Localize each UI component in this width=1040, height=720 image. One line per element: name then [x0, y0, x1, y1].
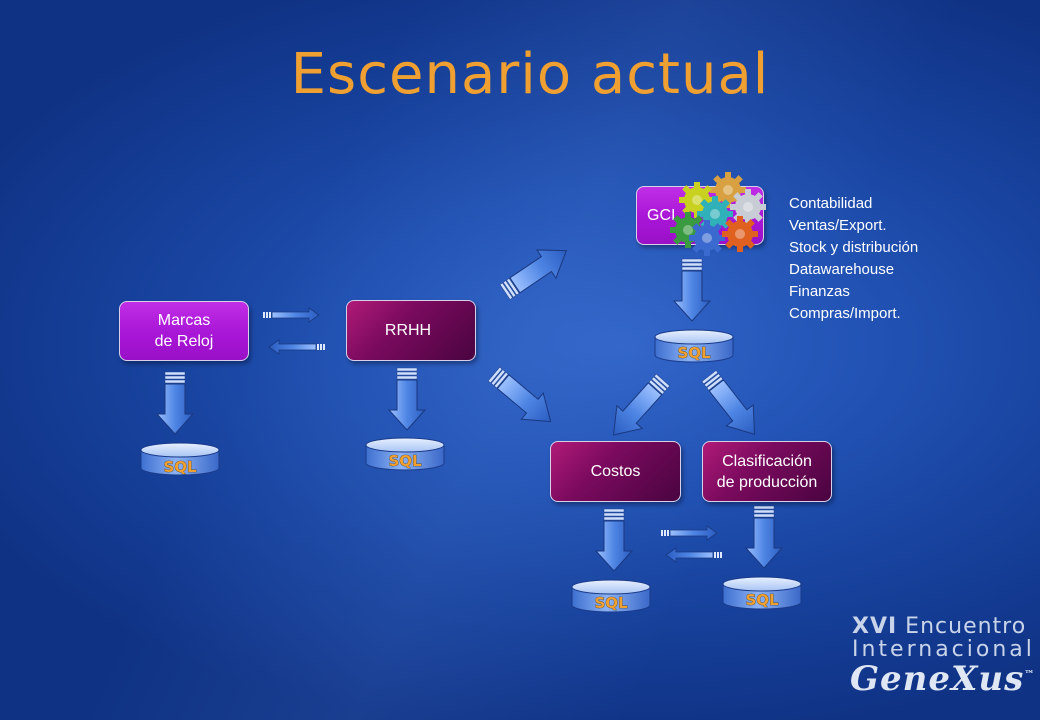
arrow-rrhh-to-marcas — [268, 339, 326, 355]
genexus-logo: GeneXus™ — [850, 659, 1035, 699]
node-rrhh-label: RRHH — [384, 322, 432, 339]
arrow-marcas-to-rrhh — [262, 307, 320, 323]
gci-module-item: Datawarehouse — [789, 261, 895, 278]
arrow-sql-to-costos — [600, 368, 677, 447]
gci-module-item: Stock y distribución — [789, 239, 919, 256]
node-marcas-line1: Marcas — [157, 312, 211, 329]
arrow-down-marcas — [156, 371, 194, 435]
node-clasificacion-line2: de producción — [716, 473, 818, 491]
arrow-sql-to-clasificacion — [695, 365, 769, 446]
node-gci: GCI — [636, 186, 764, 245]
database-icon-clasificacion: SQL — [722, 576, 802, 610]
genexus-logo-text: GeneXus — [850, 659, 1025, 699]
sql-label-costos: SQL — [594, 594, 628, 612]
arrow-rrhh-to-costos — [482, 360, 563, 436]
node-marcas-line2: de Reloj — [154, 333, 214, 350]
database-icon-costos: SQL — [571, 579, 651, 613]
sql-label-clasificacion: SQL — [745, 591, 779, 609]
brand-edition: XVI — [852, 614, 898, 639]
arrow-down-clasificacion — [745, 505, 783, 569]
brand-event-line: XVI Encuentro — [852, 614, 1026, 639]
node-rrhh: RRHH — [346, 300, 476, 361]
brand-encuentro: Encuentro — [897, 614, 1027, 639]
node-costos-label: Costos — [590, 463, 641, 480]
database-icon-marcas: SQL — [140, 442, 220, 476]
node-costos: Costos — [550, 441, 681, 502]
page-title: Escenario actual — [290, 42, 770, 107]
arrow-down-gci — [673, 258, 711, 322]
arrow-down-costos — [595, 508, 633, 572]
trademark-symbol: ™ — [1024, 669, 1036, 681]
brand-internacional: Internacional — [852, 637, 1035, 662]
node-marcas-de-reloj: Marcas de Reloj — [119, 301, 249, 361]
node-gci-label: GCI — [647, 207, 676, 224]
database-icon-rrhh: SQL — [365, 437, 445, 471]
arrow-clasificacion-to-costos — [665, 547, 723, 563]
database-icon-gci: SQL — [654, 329, 734, 363]
gci-modules-list: Contabilidad Ventas/Export. Stock y dist… — [789, 193, 918, 325]
arrow-costos-to-clasificacion — [660, 525, 718, 541]
gci-module-item: Ventas/Export. — [789, 217, 887, 234]
sql-label-gci: SQL — [677, 344, 711, 362]
arrow-rrhh-to-gci — [494, 236, 577, 307]
node-clasificacion-line1: Clasificación — [722, 452, 812, 470]
sql-label-marcas: SQL — [163, 458, 197, 476]
node-clasificacion-de-produccion: Clasificación de producción — [702, 441, 832, 502]
arrow-down-rrhh — [388, 367, 426, 431]
gci-module-item: Finanzas — [789, 283, 850, 300]
gci-module-item: Compras/Import. — [789, 305, 901, 322]
sql-label-rrhh: SQL — [388, 452, 422, 470]
gci-module-item: Contabilidad — [789, 195, 873, 212]
